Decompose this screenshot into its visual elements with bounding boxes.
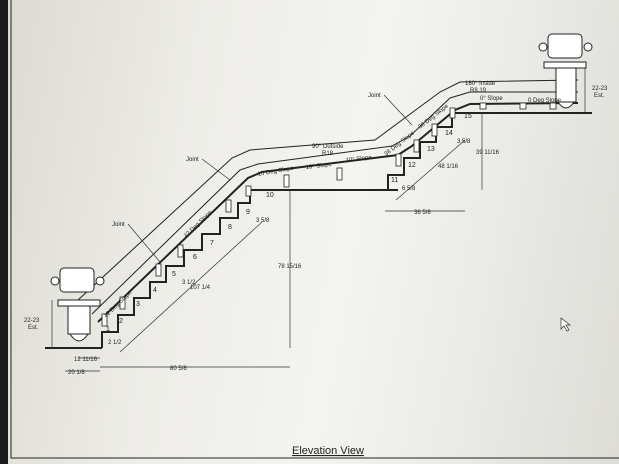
svg-text:12 11/16: 12 11/16 [74, 357, 98, 363]
svg-text:13: 13 [427, 146, 435, 153]
lower-stairs [101, 189, 262, 348]
svg-text:90° Outside: 90° Outside [312, 144, 344, 150]
rail-envelope [77, 79, 579, 301]
svg-text:8: 8 [228, 224, 232, 231]
dimension-labels: 22-23 Est. 22-23 Est. 12 11/16 20 1/8 80… [24, 86, 608, 376]
rail-brackets [101, 102, 557, 327]
svg-text:9: 9 [246, 209, 250, 216]
joint-callouts: Joint Joint Joint [112, 93, 413, 263]
svg-text:107 1/4: 107 1/4 [190, 285, 211, 291]
svg-text:6 5/8: 6 5/8 [402, 186, 416, 192]
svg-text:0° Slope: 0° Slope [480, 96, 503, 102]
svg-text:12: 12 [408, 162, 416, 169]
rail-inner [97, 102, 579, 323]
dimension-lines [51, 68, 586, 372]
svg-text:Est.: Est. [28, 325, 39, 331]
view-title: Elevation View [292, 445, 364, 457]
svg-text:80 5/8: 80 5/8 [170, 366, 187, 372]
svg-text:2 1/2: 2 1/2 [108, 340, 122, 346]
svg-text:78 15/16: 78 15/16 [278, 264, 302, 270]
svg-text:22-23: 22-23 [24, 318, 40, 324]
svg-text:22-23: 22-23 [592, 86, 608, 92]
svg-text:5: 5 [172, 271, 176, 278]
svg-text:4: 4 [153, 287, 157, 294]
rail-outer [91, 91, 578, 315]
svg-text:36 5/8: 36 5/8 [414, 210, 431, 216]
svg-text:0 Deg Slope: 0 Deg Slope [528, 98, 562, 104]
svg-text:11: 11 [391, 177, 398, 184]
svg-text:15: 15 [464, 113, 472, 120]
svg-text:Joint: Joint [368, 93, 381, 99]
svg-text:6: 6 [193, 254, 197, 261]
mouse-cursor-icon [560, 317, 572, 332]
svg-text:10: 10 [266, 192, 274, 199]
svg-text:Joint: Joint [186, 157, 199, 163]
upper-stairs [387, 112, 465, 190]
svg-text:20 1/8: 20 1/8 [68, 370, 85, 376]
elevation-drawing: 1 2 3 4 5 6 7 8 9 10 11 12 13 14 15 42 D… [10, 0, 619, 459]
svg-text:14: 14 [445, 130, 453, 137]
svg-text:3: 3 [136, 301, 140, 308]
svg-text:10° Slope: 10° Slope [346, 155, 373, 164]
svg-text:7: 7 [210, 240, 214, 247]
svg-text:R8.19: R8.19 [470, 88, 487, 94]
svg-text:Joint: Joint [112, 222, 125, 228]
drawing-frame [10, 0, 619, 459]
svg-text:R18: R18 [322, 151, 334, 157]
bottom-chair [50, 267, 105, 342]
rail-labels: 42 Deg Slope 42 Deg Slope 10 Deg Slope 1… [103, 81, 561, 319]
svg-text:1: 1 [106, 326, 110, 333]
svg-text:3 1/2: 3 1/2 [182, 280, 196, 286]
svg-text:39 11/16: 39 11/16 [476, 150, 500, 156]
svg-text:3 5/8: 3 5/8 [457, 139, 471, 145]
cad-screen: 1 2 3 4 5 6 7 8 9 10 11 12 13 14 15 42 D… [8, 0, 619, 464]
svg-text:3 5/8: 3 5/8 [256, 218, 270, 224]
svg-text:10° Slope: 10° Slope [306, 162, 333, 171]
top-chair [538, 33, 593, 109]
step-numbers: 1 2 3 4 5 6 7 8 9 10 11 12 13 14 15 [106, 113, 472, 333]
svg-text:Est.: Est. [594, 93, 605, 99]
svg-text:48 1/16: 48 1/16 [438, 164, 459, 170]
svg-text:2: 2 [119, 318, 123, 325]
svg-text:180° Inside: 180° Inside [465, 81, 496, 87]
